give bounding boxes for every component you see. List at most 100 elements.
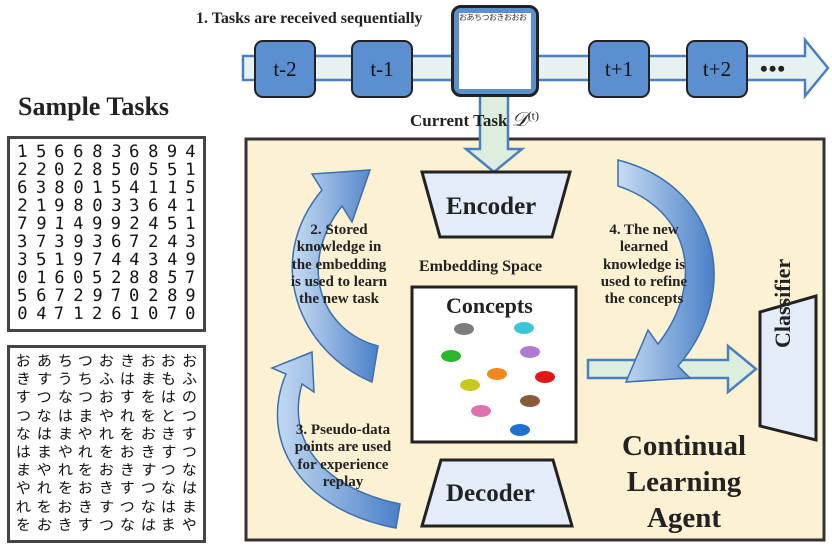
sample-glyph: お [98, 388, 115, 408]
sample-glyph: を [119, 425, 135, 443]
sample-glyph: 8 [73, 198, 84, 216]
sample-glyph: き [119, 461, 136, 480]
sample-glyph: ふ [98, 371, 115, 389]
sample-glyph: 6 [147, 197, 159, 217]
sample-glyph: き [140, 443, 156, 462]
task-box: t+1 [588, 40, 650, 98]
sample-glyph: お [77, 479, 94, 499]
sample-glyph: ま [181, 498, 198, 516]
sample-glyph: 1 [185, 161, 197, 181]
curved-arrow-2 [291, 169, 379, 384]
sample-glyph: 3 [184, 233, 197, 253]
sample-glyph: 6 [35, 287, 47, 307]
sample-glyph: 6 [128, 143, 141, 163]
sample-glyph: き [56, 516, 73, 535]
encoder-shape [420, 170, 572, 239]
sample-glyph: 4 [166, 251, 178, 271]
sample-glyph: と [160, 407, 177, 425]
encoder-label: Encoder [446, 193, 537, 220]
sample-glyph: す [98, 497, 115, 517]
sample-glyph: 1 [166, 179, 178, 199]
sample-glyph: ま [78, 407, 94, 425]
sample-glyph: 1 [147, 179, 159, 199]
sample-glyph: 6 [109, 233, 122, 253]
sample-glyph: を [139, 406, 157, 426]
sample-glyph: 5 [166, 269, 179, 289]
concepts-label: Concepts [446, 293, 533, 318]
sample-glyph: れ [36, 480, 53, 498]
concept-blob [520, 346, 540, 358]
sample-glyph: を [56, 479, 74, 498]
sample-glyph: 3 [35, 180, 47, 198]
sample-glyph: や [98, 407, 115, 425]
sample-glyph: 1 [35, 197, 47, 217]
concept-blob [454, 323, 474, 335]
sample-glyph: 1 [35, 269, 47, 289]
sample-glyph: を [140, 389, 156, 407]
sample-glyph: 6 [53, 269, 66, 289]
sample-glyph: 5 [165, 215, 178, 235]
sample-glyph: お [98, 352, 115, 371]
sample-glyph: や [57, 443, 73, 462]
sample-glyph: 0 [147, 305, 160, 325]
sample-glyph: 3 [147, 251, 159, 271]
sample-glyph: 2 [16, 197, 29, 217]
sample-glyph: 1 [91, 179, 104, 199]
sample-glyph: 4 [166, 197, 178, 217]
sample-glyph: つ [15, 406, 32, 426]
sample-glyph: 1 [54, 251, 66, 271]
sample-glyph: き [15, 370, 32, 389]
sample-glyph: ま [56, 424, 74, 444]
timeline-caption: 1. Tasks are received sequentially [196, 10, 423, 27]
sample-glyph: 7 [184, 269, 197, 289]
concept-blob [520, 395, 540, 407]
sample-glyph: す [119, 480, 135, 498]
classifier-shape [758, 294, 818, 442]
sample-glyph: 7 [129, 233, 140, 253]
sample-glyph: 0 [72, 179, 85, 199]
sample-glyph: 2 [147, 287, 159, 307]
sample-glyph: 8 [54, 179, 66, 199]
current-task-arrow [462, 93, 526, 174]
sample-glyph: 3 [109, 143, 122, 163]
sample-glyph: す [15, 389, 32, 407]
sample-glyph: な [119, 516, 136, 535]
sample-glyph: き [77, 498, 94, 516]
task-box: t-1 [351, 40, 413, 98]
sample-glyph: を [78, 462, 94, 480]
sample-glyph: を [98, 443, 115, 462]
sample-glyph: な [181, 461, 198, 480]
sample-glyph: 4 [35, 305, 48, 325]
sample-tasks-title: Sample Tasks [18, 92, 170, 121]
sample-glyph: き [160, 425, 178, 444]
sample-glyph: れ [98, 425, 115, 444]
sample-glyph: 1 [16, 143, 29, 163]
sample-glyph: 2 [35, 161, 47, 181]
sample-glyph: つ [160, 461, 177, 480]
sample-glyph: あ [36, 352, 53, 371]
sample-glyph: 2 [16, 161, 28, 181]
sample-glyph: は [139, 516, 157, 535]
curved-arrow-3 [270, 350, 401, 529]
concept-blob [441, 350, 461, 362]
concept-blob [471, 405, 491, 417]
sample-glyph: 3 [128, 197, 141, 217]
sample-glyph: 8 [147, 143, 159, 163]
sample-glyph: 5 [147, 161, 160, 181]
sample-glyph: や [15, 480, 31, 498]
sample-glyph: 4 [129, 179, 140, 199]
sample-glyph: 9 [72, 233, 85, 253]
concepts-box [410, 285, 578, 444]
sample-glyph: 0 [16, 305, 29, 325]
sample-glyph: は [15, 443, 32, 462]
sample-glyph: 7 [54, 288, 65, 306]
sample-glyph: は [161, 389, 177, 407]
sample-glyph: 7 [109, 287, 122, 307]
sample-glyph: れ [56, 461, 73, 480]
sample-glyph: 6 [16, 179, 28, 199]
sample-glyph: 7 [17, 215, 28, 235]
